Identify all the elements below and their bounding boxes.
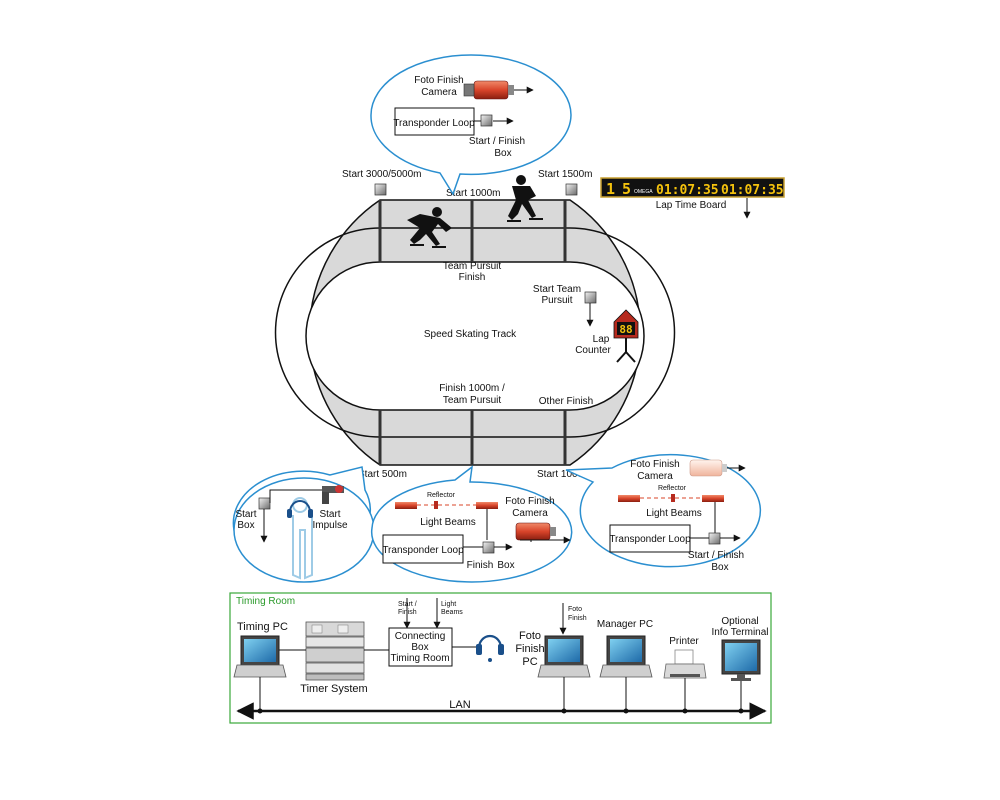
foto-finish-camera-icon: [463, 80, 514, 100]
start-3000-5000-label: Start 3000/5000m: [342, 169, 422, 180]
timer-system-icon: [305, 621, 365, 681]
light-beam-sensor-icon: [395, 501, 498, 509]
laptop-icon: [537, 635, 591, 678]
start-box-icon: [584, 291, 597, 304]
middle-camera-label-line2: Camera: [512, 508, 548, 519]
middle-camera-label-line1: Foto Finish: [505, 496, 554, 507]
laptop-icon: [233, 635, 287, 678]
middle-transponder-loop-label: Transponder Loop: [382, 545, 464, 556]
foto-finish-pc-line1: Foto: [519, 630, 541, 642]
board-time-2: 01:07:35: [721, 183, 784, 198]
start-1500-label: Start 1500m: [538, 169, 592, 180]
light-beams-input-line1: Light: [441, 601, 456, 608]
monitor-icon: [721, 639, 761, 681]
lap-time-board-label: Lap Time Board: [656, 200, 727, 211]
skater-icon: [407, 207, 452, 248]
foto-finish-pc-line2: Finish: [515, 643, 544, 655]
middle-light-beams-label: Light Beams: [420, 517, 476, 528]
connecting-box-line1: Connecting: [395, 631, 446, 642]
light-beams-input-line2: Beams: [441, 609, 463, 616]
lap-counter-display: 88: [619, 323, 632, 336]
board-digit-2: 5: [622, 180, 631, 198]
connecting-box-line2: Box: [411, 642, 428, 653]
right-transponder-loop-label: Transponder Loop: [609, 534, 691, 545]
info-terminal-line1: Optional: [721, 616, 758, 627]
foto-finish-camera-icon: [515, 522, 556, 541]
top-start-finish-box-line1: Start / Finish: [469, 136, 525, 147]
right-reflector-label: Reflector: [658, 485, 687, 492]
start-impulse-label-line2: Impulse: [312, 520, 347, 531]
middle-finish-box-line1: Finish: [467, 560, 494, 571]
start-pistol-icon: [322, 485, 344, 504]
printer-icon: [663, 649, 707, 679]
right-light-beams-label: Light Beams: [646, 508, 702, 519]
other-finish-label: Other Finish: [539, 396, 593, 407]
start-finish-box-icon: [480, 114, 493, 127]
start-500-label: Start 500m: [358, 469, 407, 480]
team-pursuit-finish-line2: Finish: [459, 272, 486, 283]
start-team-pursuit-line2: Pursuit: [541, 295, 572, 306]
right-start-finish-box-line2: Box: [711, 562, 728, 573]
top-transponder-loop-label: Transponder Loop: [393, 118, 475, 129]
connecting-box-line3: Timing Room: [390, 653, 449, 664]
lap-counter-label-line1: Lap: [593, 334, 610, 345]
laptop-icon: [599, 635, 653, 678]
foto-finish-camera-icon: [689, 459, 727, 477]
team-pursuit-finish-line1: Team Pursuit: [443, 261, 502, 272]
lap-time-board: 1 5 OMEGA 01:07:35 01:07:35: [600, 177, 785, 198]
light-beam-sensor-icon: [618, 494, 724, 502]
start-box-icon: [565, 183, 578, 196]
timer-system-label: Timer System: [300, 683, 367, 695]
foto-finish-input-line2: Finish: [568, 615, 587, 622]
right-camera-label-line2: Camera: [637, 471, 673, 482]
top-camera-label-line2: Camera: [421, 87, 457, 98]
headset-icon: [287, 500, 313, 518]
start-finish-box-icon: [708, 532, 721, 545]
lan-label: LAN: [449, 699, 470, 711]
middle-reflector-label: Reflector: [427, 492, 456, 499]
start-impulse-label-line1: Start: [319, 509, 340, 520]
middle-transponder-loop-box: [382, 534, 464, 564]
manager-pc-label: Manager PC: [597, 619, 653, 630]
connecting-box: [388, 627, 453, 667]
start-box-label-line1: Start: [235, 509, 256, 520]
foto-finish-input-line1: Foto: [568, 606, 582, 613]
timing-room-title: Timing Room: [236, 596, 295, 607]
right-start-finish-box-line1: Start / Finish: [688, 550, 744, 561]
skater-icon: [507, 175, 543, 222]
middle-finish-box-line2: Box: [497, 560, 514, 571]
start-10000-label: Start 10000m: [537, 469, 597, 480]
headset-icon: [476, 634, 504, 662]
board-time-1: 01:07:35: [656, 183, 719, 198]
printer-label: Printer: [669, 636, 699, 647]
right-camera-label-line1: Foto Finish: [630, 459, 679, 470]
finish-1000-line2: Team Pursuit: [443, 395, 502, 406]
board-brand: OMEGA: [634, 189, 653, 195]
finish-box-icon: [482, 541, 495, 554]
timing-pc-label: Timing PC: [237, 621, 288, 633]
start-team-pursuit-line1: Start Team: [533, 284, 581, 295]
board-digit-1: 1: [606, 180, 615, 198]
start-box-label-line2: Box: [237, 520, 254, 531]
finish-1000-line1: Finish 1000m /: [439, 383, 505, 394]
top-start-finish-box-line2: Box: [494, 148, 511, 159]
speed-skating-track-label: Speed Skating Track: [424, 329, 517, 340]
start-1000-label: Start 1000m: [446, 188, 500, 199]
start-box-icon: [374, 183, 387, 196]
start-box-icon: [258, 497, 271, 510]
lap-counter-label-line2: Counter: [575, 345, 611, 356]
foto-finish-pc-line3: PC: [522, 656, 537, 668]
lap-counter-icon: 88: [613, 309, 639, 363]
top-camera-label-line1: Foto Finish: [414, 75, 463, 86]
info-terminal-line2: Info Terminal: [711, 627, 768, 638]
speed-skating-track: [274, 199, 676, 466]
